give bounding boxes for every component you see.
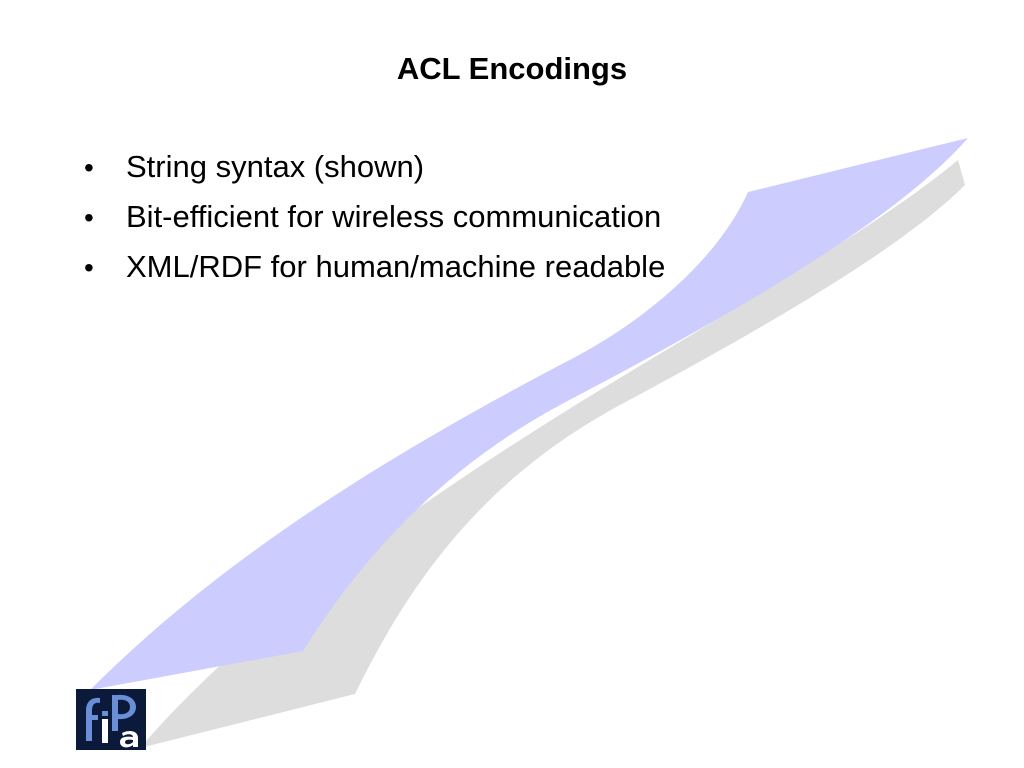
slide-title: ACL Encodings <box>396 51 628 86</box>
fipa-logo <box>76 689 146 750</box>
bullet-icon: • <box>84 202 94 233</box>
swoosh-band <box>90 138 968 690</box>
list-item: • String syntax (shown) <box>84 142 665 192</box>
bullet-text: XML/RDF for human/machine readable <box>126 249 666 284</box>
fipa-logo-icon <box>76 689 146 750</box>
bullet-icon: • <box>84 152 94 183</box>
bullet-text: String syntax (shown) <box>126 149 425 184</box>
list-item: • XML/RDF for human/machine readable <box>84 242 665 292</box>
bullet-icon: • <box>84 252 94 283</box>
swoosh-shadow <box>140 160 965 748</box>
bullet-list: • String syntax (shown) • Bit-efficient … <box>84 142 665 292</box>
bullet-text: Bit-efficient for wireless communication <box>126 199 662 234</box>
list-item: • Bit-efficient for wireless communicati… <box>84 192 665 242</box>
